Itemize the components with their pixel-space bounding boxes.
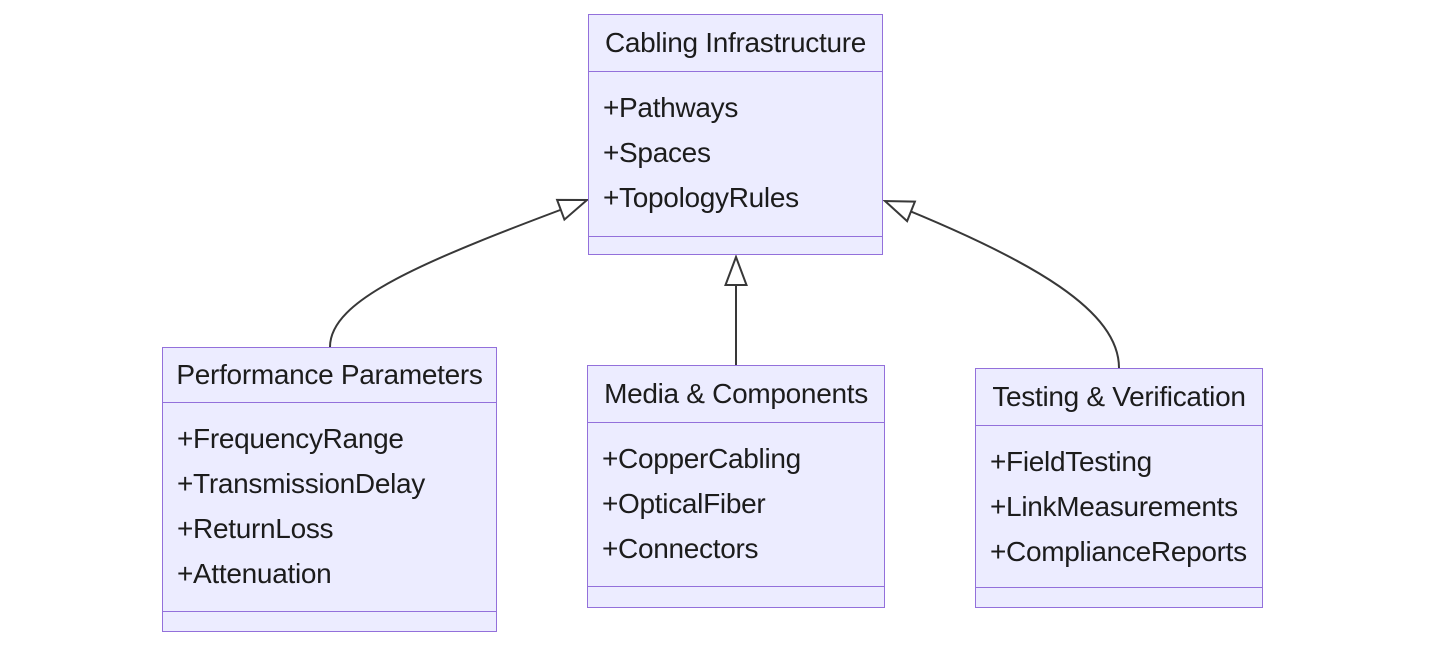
class-node-media-components: Media & Components +CopperCabling +Optica… <box>587 365 885 608</box>
attribute-item: +Attenuation <box>177 557 332 589</box>
class-node-performance-parameters: Performance Parameters +FrequencyRange +T… <box>162 347 497 632</box>
attribute-item: +ReturnLoss <box>177 512 334 544</box>
attribute-item: +TransmissionDelay <box>177 467 425 499</box>
methods-compartment <box>589 236 882 254</box>
methods-compartment <box>588 586 884 607</box>
methods-compartment <box>976 587 1262 607</box>
inheritance-edge-performance-to-cabling <box>329 198 590 348</box>
attribute-item: +FrequencyRange <box>177 422 404 454</box>
methods-compartment <box>163 611 496 631</box>
class-title: Testing & Verification <box>976 369 1262 426</box>
attribute-item: +TopologyRules <box>603 181 799 213</box>
class-title: Cabling Infrastructure <box>589 15 882 72</box>
attribute-item: +CopperCabling <box>602 442 801 474</box>
attribute-item: +ComplianceReports <box>990 535 1247 567</box>
class-node-testing-verification: Testing & Verification +FieldTesting +Lin… <box>975 368 1263 608</box>
attribute-item: +LinkMeasurements <box>990 490 1238 522</box>
attribute-item: +Pathways <box>603 91 739 123</box>
inheritance-edge-testing-to-cabling <box>882 199 1120 369</box>
class-title: Media & Components <box>588 366 884 423</box>
class-title: Performance Parameters <box>163 348 496 403</box>
attribute-item: +Spaces <box>603 136 711 168</box>
attributes-compartment: +FieldTesting +LinkMeasurements +Complianc… <box>976 426 1262 587</box>
class-node-cabling-infrastructure: Cabling Infrastructure +Pathways+Spaces+… <box>588 14 883 255</box>
attribute-item: +Connectors <box>602 532 759 564</box>
attribute-item: +FieldTesting <box>990 445 1152 477</box>
attribute-item: +OpticalFiber <box>602 487 766 519</box>
attributes-compartment: +FrequencyRange +TransmissionDelay +Return… <box>163 403 496 611</box>
attributes-compartment: +CopperCabling +OpticalFiber +Connectors <box>588 423 884 586</box>
attributes-compartment: +Pathways +Spaces +TopologyRules <box>589 72 882 236</box>
